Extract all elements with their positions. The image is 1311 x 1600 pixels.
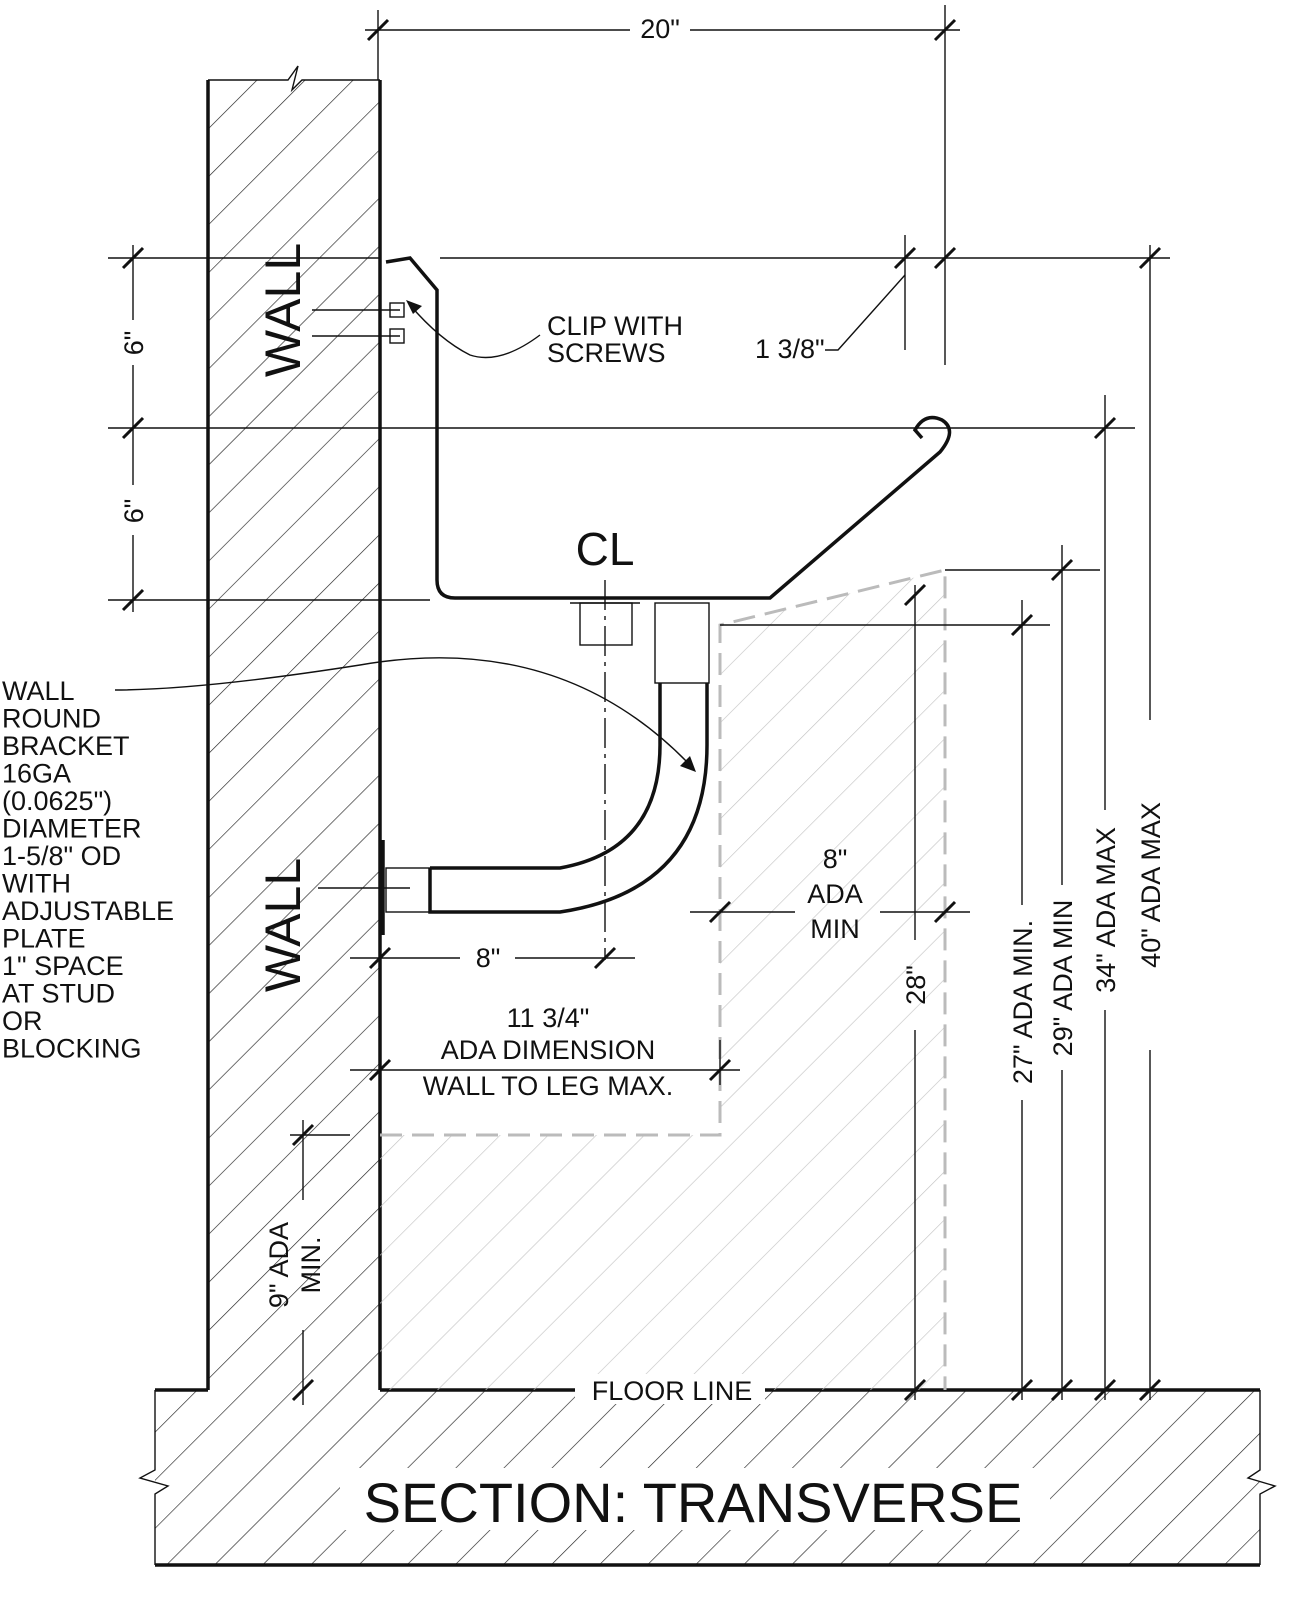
centerline: CL: [576, 523, 635, 960]
drain-body: [579, 602, 633, 646]
floor-line-label: FLOOR LINE: [592, 1376, 753, 1406]
wall-section: [206, 65, 382, 1390]
bracket-callout: WALLROUNDBRACKET16GA(0.0625")DIAMETER1-5…: [2, 676, 174, 1064]
bracket-leader: [114, 657, 691, 766]
wall-label-upper: WALL: [255, 243, 311, 377]
toe-line2: MIN.: [296, 1237, 326, 1294]
bracket-callout-line: DIAMETER: [2, 814, 142, 844]
dim-29-ada-min: 29" ADA MIN: [1048, 900, 1078, 1057]
wall-label-lower: WALL: [255, 858, 311, 992]
bracket-callout-line: (0.0625"): [2, 786, 112, 816]
ada-clearance-zone: [380, 568, 947, 1390]
clip-callout-line1: CLIP WITH: [547, 311, 683, 341]
wall-break-line: [208, 65, 380, 93]
floor-break-left: [138, 1390, 170, 1565]
round-bracket: [428, 683, 709, 914]
dim-8-bracket: 8": [476, 943, 501, 973]
bracket-callout-line: ADJUSTABLE: [2, 896, 174, 926]
tailpiece: [654, 602, 710, 684]
centerline-symbol: CL: [576, 523, 635, 575]
dimension-lines: [108, 5, 1170, 1405]
clip-screws: [312, 302, 405, 344]
bracket-callout-line: 16GA: [2, 759, 71, 789]
clip-callout-line2: SCREWS: [547, 338, 666, 368]
dim-6-upper: 6": [119, 331, 149, 356]
section-title: SECTION: TRANSVERSE: [364, 1471, 1023, 1534]
bracket-callout-line: PLATE: [2, 924, 86, 954]
bracket-callout-line: ROUND: [2, 704, 101, 734]
sink-profile: [312, 256, 952, 935]
toe-line1: 9" ADA: [264, 1222, 294, 1308]
bracket-callout-line: BLOCKING: [2, 1034, 142, 1064]
knee-line3: MIN: [810, 914, 860, 944]
dim-27-ada-min: 27" ADA MIN.: [1008, 920, 1038, 1084]
wall-to-leg-line3: WALL TO LEG MAX.: [423, 1071, 674, 1101]
knee-line1: 8": [823, 844, 848, 874]
dim-28: 28": [901, 965, 931, 1005]
bracket-callout-line: 1" SPACE: [2, 951, 124, 981]
dim-34-ada-max: 34" ADA MAX: [1091, 827, 1121, 993]
floor-break-right: [1246, 1390, 1277, 1565]
wall-to-leg-line2: ADA DIMENSION: [441, 1035, 656, 1065]
bracket-callout-line: 1-5/8" OD: [2, 841, 121, 871]
bracket-callout-line: OR: [2, 1006, 43, 1036]
bracket-callout-line: WITH: [2, 869, 71, 899]
adjustable-plate: [385, 867, 431, 913]
dim-1-3-8: 1 3/8": [755, 334, 825, 364]
clip-leader: [409, 304, 541, 359]
dim-40-ada-max: 40" ADA MAX: [1136, 802, 1166, 968]
dim-20: 20": [640, 14, 680, 44]
knee-line2: ADA: [807, 879, 863, 909]
bracket-callout-line: AT STUD: [2, 979, 115, 1009]
bracket-callout-line: BRACKET: [2, 731, 130, 761]
dim-6-lower: 6": [119, 499, 149, 524]
wall-to-leg-line1: 11 3/4": [507, 1003, 590, 1033]
bracket-callout-line: WALL: [2, 676, 75, 706]
